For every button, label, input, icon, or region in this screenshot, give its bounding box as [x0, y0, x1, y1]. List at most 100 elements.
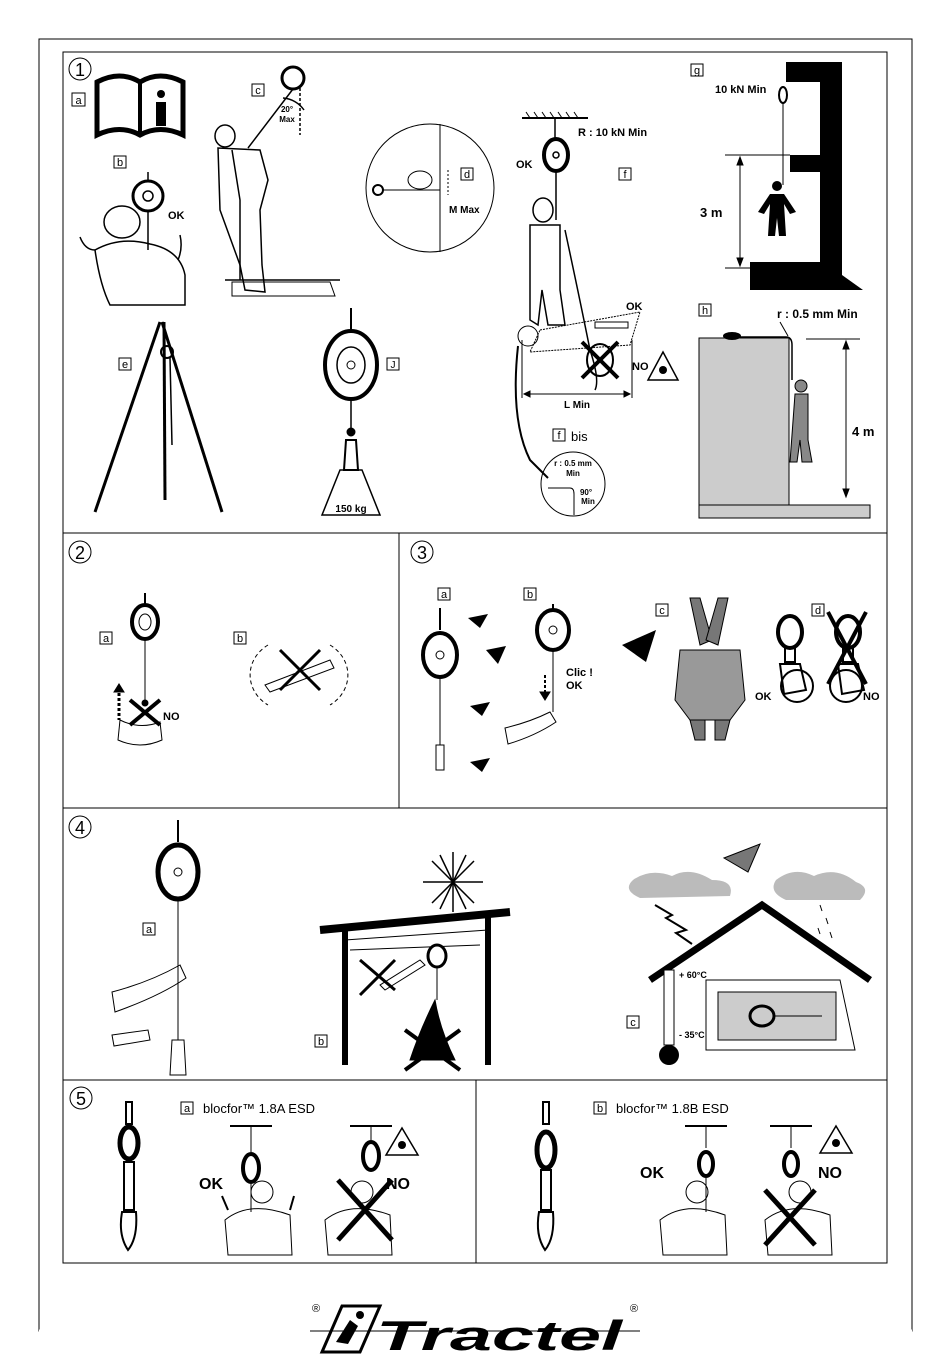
product-title-b: blocfor™ 1.8B ESD	[616, 1101, 729, 1116]
eye-inspect-icon	[622, 630, 656, 662]
ok-label: OK	[199, 1176, 223, 1193]
edge-radius-min: Min	[566, 469, 580, 478]
tag-a: a	[184, 1103, 191, 1115]
danger-triangle-icon	[648, 352, 678, 380]
tag-b: b	[117, 157, 123, 169]
ok-label: OK	[168, 210, 185, 222]
tag-c: c	[255, 85, 261, 97]
tripod-illustration	[95, 322, 222, 512]
tag-e: e	[122, 359, 128, 371]
section-number: 5	[76, 1089, 86, 1109]
swivel-no-illustration	[828, 612, 866, 702]
danger-triangle-icon	[386, 1128, 418, 1155]
tag-fbis: f	[557, 430, 561, 442]
tag-a: a	[75, 95, 82, 107]
retract-test-illustration	[112, 820, 198, 1075]
eye-inspect-icon	[468, 614, 506, 772]
weight-label: 150 kg	[335, 504, 366, 515]
info-manual-icon	[97, 76, 183, 135]
product-a-illustration	[120, 1102, 138, 1250]
tag-d: d	[464, 169, 470, 181]
user-ok-illustration	[660, 1126, 727, 1255]
harness-illustration	[675, 598, 745, 740]
lightning-icon	[655, 905, 692, 944]
l-min-label: L Min	[564, 400, 590, 411]
tag-a: a	[441, 589, 448, 601]
m-max-label: M Max	[449, 205, 480, 216]
section-2: 2 a NO b	[69, 541, 348, 745]
anchor-ceiling	[522, 112, 588, 118]
brand-registered-mark: ®	[630, 1303, 638, 1315]
ok-label: OK	[626, 301, 643, 313]
tag-a: a	[103, 633, 110, 645]
height-label: 3 m	[700, 205, 722, 220]
section-number: 3	[417, 543, 427, 563]
ok-label: OK	[640, 1165, 664, 1182]
no-label: NO	[863, 691, 880, 703]
section-number: 2	[75, 543, 85, 563]
structure-illustration	[750, 62, 863, 290]
height-label: 4 m	[852, 424, 874, 439]
user-back-illustration	[80, 172, 185, 305]
dropline	[725, 87, 790, 268]
rain-drops	[818, 905, 832, 938]
tag-g: g	[694, 65, 700, 77]
edge-angle-min: Min	[581, 497, 595, 506]
ok-label: OK	[755, 691, 772, 703]
force-label: 10 kN Min	[715, 84, 767, 96]
tag-h: h	[702, 305, 708, 317]
product-title-a: blocfor™ 1.8A ESD	[203, 1101, 315, 1116]
edge-angle-label: 90°	[580, 488, 592, 497]
hanging-worker	[790, 380, 812, 462]
ok-label: OK	[516, 159, 533, 171]
no-label: NO	[818, 1165, 842, 1182]
pull-test-illustration	[505, 604, 569, 744]
no-label: NO	[163, 711, 180, 723]
top-view-circle	[366, 124, 494, 252]
radius-label: r : 0.5 mm Min	[777, 307, 858, 321]
user-no-illustration	[765, 1126, 832, 1255]
user-no-illustration	[325, 1126, 392, 1255]
bis-label: bis	[571, 429, 588, 444]
tractel-logo-mark	[322, 1306, 380, 1352]
tag-f: f	[623, 169, 627, 181]
inspect-device-illustration	[423, 608, 457, 770]
angle-max-label: Max	[279, 115, 295, 124]
section-3-frame	[399, 533, 887, 808]
ok-label: OK	[566, 680, 583, 692]
section-4: 4 a b	[69, 816, 870, 1075]
height-dimension	[806, 339, 860, 497]
angle-label: 20°	[281, 105, 293, 114]
section-number: 4	[75, 818, 85, 838]
no-lubricate-illustration	[250, 645, 348, 705]
tag-b: b	[237, 633, 243, 645]
swivel-ok-illustration	[778, 616, 813, 702]
standing-person-illustration	[215, 67, 340, 296]
tag-d: d	[815, 605, 821, 617]
harness-figure	[758, 181, 796, 236]
no-label: NO	[632, 361, 649, 373]
section-2-frame	[63, 533, 399, 808]
temp-low-label: - 35°C	[679, 1030, 705, 1040]
anchor-strength-label: R : 10 kN Min	[578, 127, 647, 139]
footer-logo: ® Tractel ®	[39, 1303, 912, 1359]
tag-c: c	[630, 1017, 636, 1029]
danger-triangle-icon	[820, 1126, 852, 1153]
load-test-illustration	[322, 308, 380, 515]
temp-high-label: + 60°C	[679, 970, 707, 980]
clic-label: Clic !	[566, 667, 593, 679]
section-3: 3 a b Clic ! OK c	[411, 541, 880, 772]
worker-illustration	[516, 118, 640, 478]
spark-icon	[423, 852, 483, 912]
tag-c: c	[659, 605, 665, 617]
no-heat-illustration	[320, 852, 510, 1070]
storage-illustration	[629, 844, 870, 1065]
brand-registered-mark: ®	[312, 1303, 320, 1315]
tag-b: b	[597, 1103, 603, 1115]
no-label: NO	[386, 1176, 410, 1193]
edge-radius-label: r : 0.5 mm	[554, 459, 592, 468]
tag-b: b	[527, 589, 533, 601]
section-number: 1	[75, 60, 85, 80]
device-no-release-illustration	[114, 593, 162, 745]
